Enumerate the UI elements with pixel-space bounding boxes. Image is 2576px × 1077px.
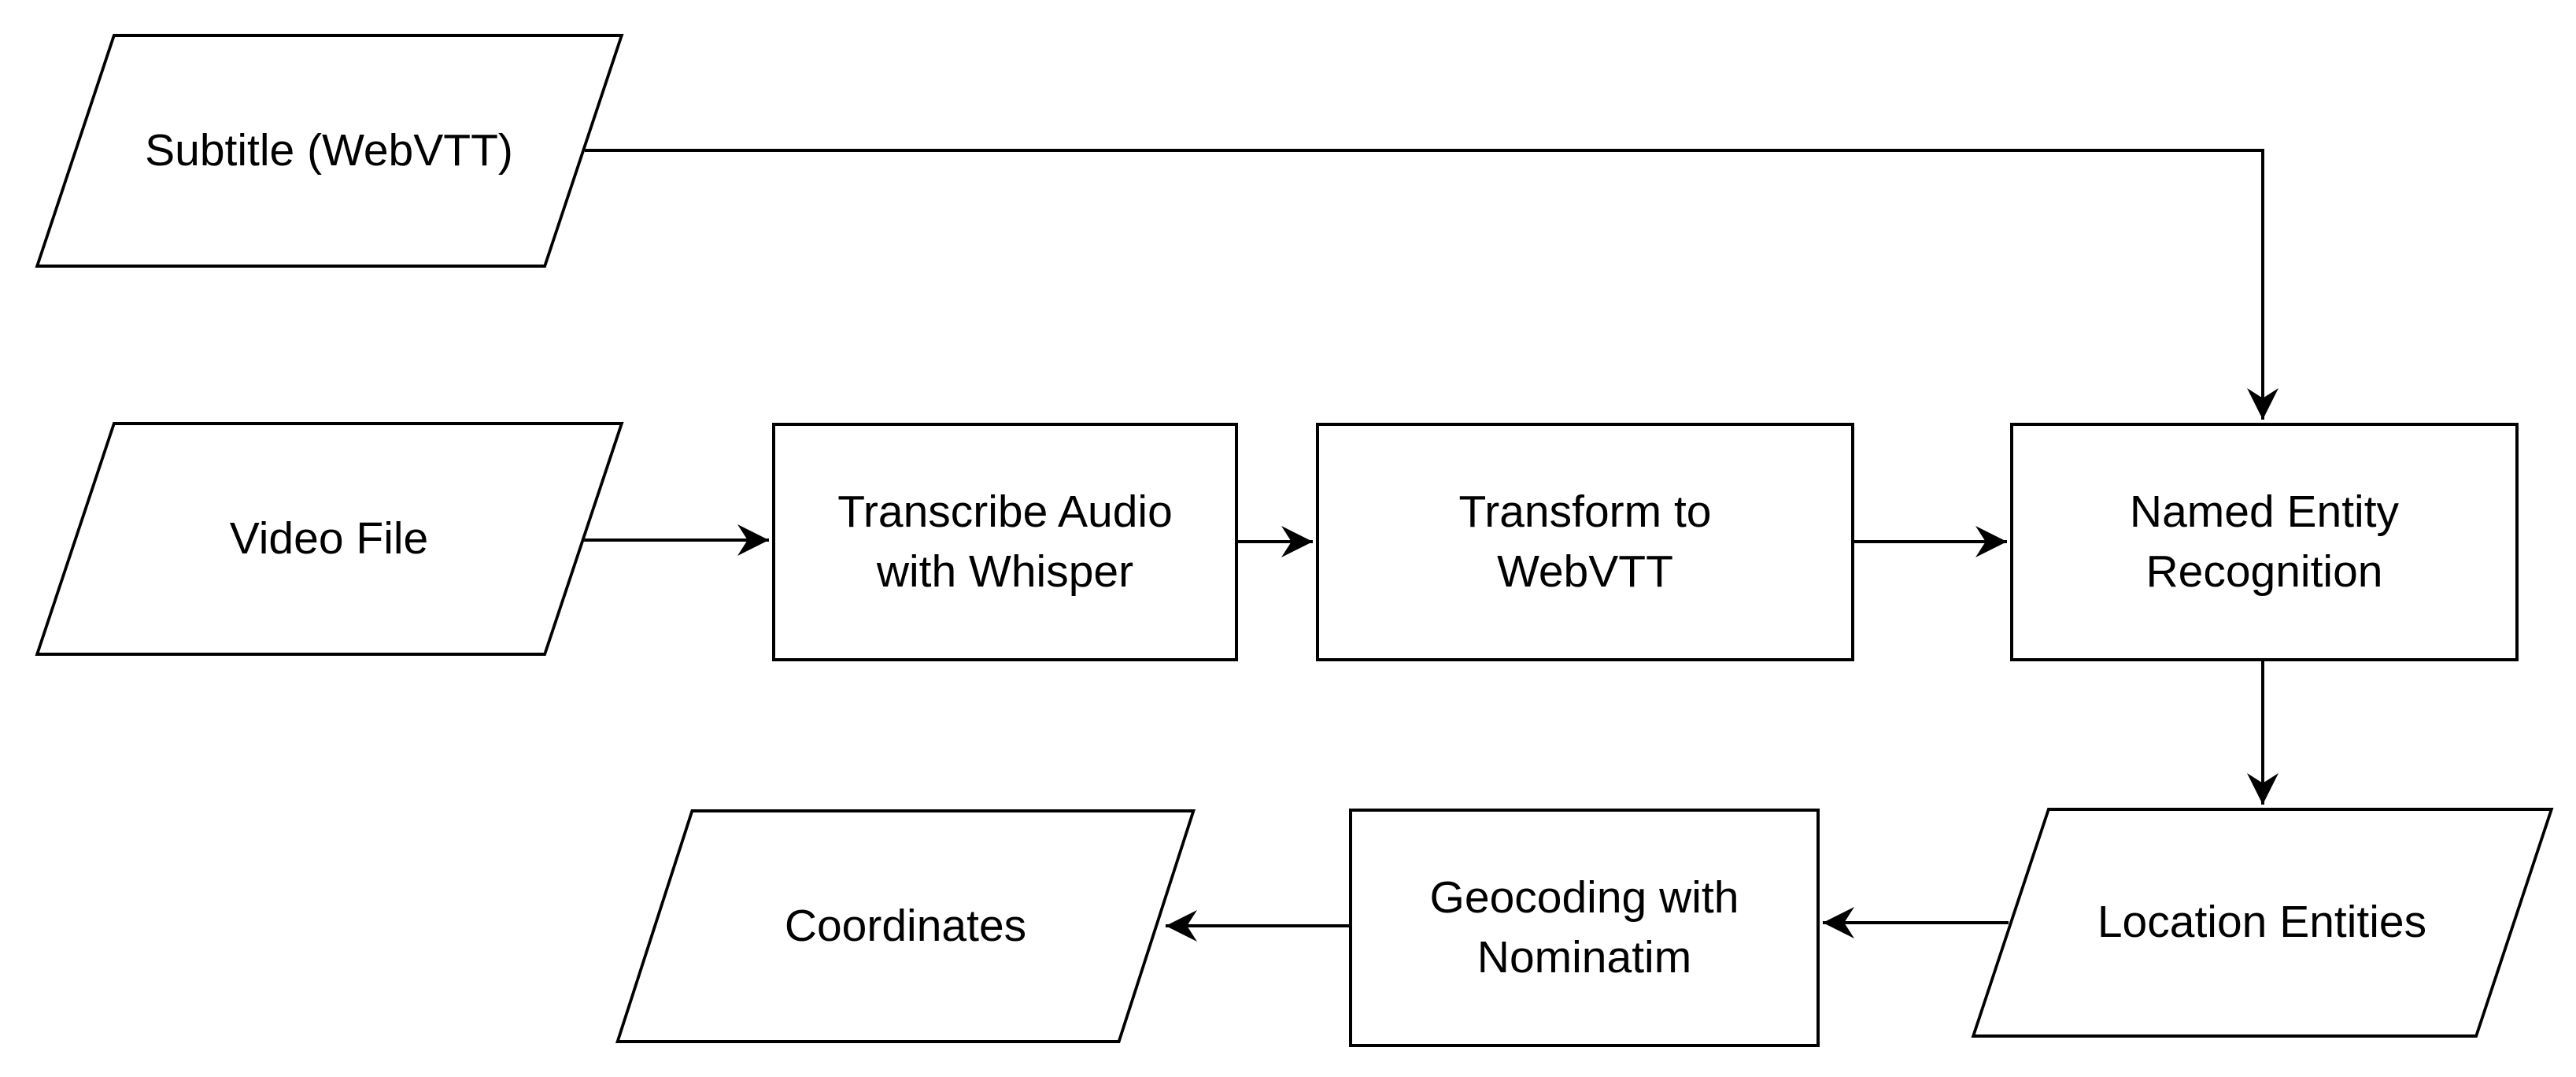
- node-location-entities-shape: [1971, 808, 2553, 1038]
- node-named-entity-recognition-shape: [2010, 423, 2519, 661]
- node-transform-webvtt-shape: [1316, 423, 1854, 661]
- node-transcribe-audio-shape: [772, 423, 1238, 661]
- node-subtitle-webvtt-shape: [35, 34, 623, 268]
- node-video-file-shape: [35, 422, 623, 656]
- node-geocoding-shape: [1349, 809, 1820, 1047]
- node-coordinates-shape: [615, 809, 1196, 1043]
- edge-subtitle-to-ner: [585, 149, 2278, 420]
